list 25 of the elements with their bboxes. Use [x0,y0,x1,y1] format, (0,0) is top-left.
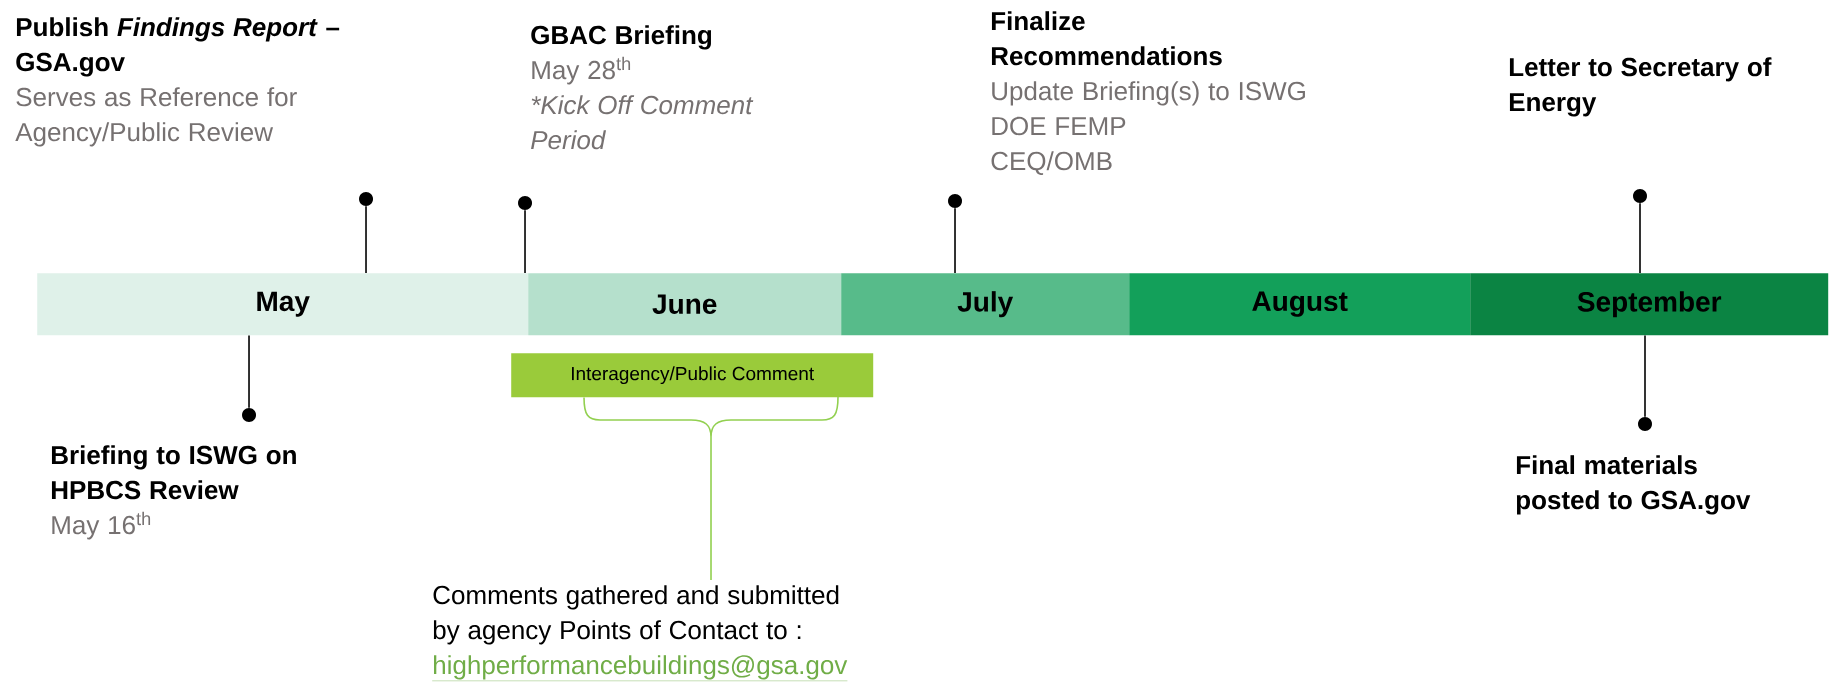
milestone-text: Final materials posted to GSA.gov [1516,455,1751,515]
pin-line [954,207,956,274]
note-text: Comments gathered and submitted by agency Points of Contact to : highperformancebuildings@gsa.gov [432,585,848,682]
milestone-text: Letter to Secretary of Energy [1509,57,1772,117]
pin-dot [359,192,373,206]
pin-line [1644,334,1646,418]
pin-dot [1638,417,1652,431]
comment-period-box: Interagency/Public Comment [511,353,874,398]
milestone-text: Briefing to ISWG on HPBCS Review May 16$^{th}$ [51,445,296,540]
milestone-text: Finalize Recommendations Update Briefing(s) to ISWG DOE FEMP CEQ/OMB [991,11,1305,175]
pin-dot [948,194,962,208]
milestone-text: GBAC Briefing May 28$^{th}$ *Kick Off Comment Period [531,25,754,150]
month-band: July [841,273,1130,336]
milestone-text: Publish Findings Report – GSA.gov Serves as Reference for Agency/Public Review [15,17,340,147]
pin-dot [1633,189,1647,203]
pin-dot [242,408,256,422]
month-band: August [1129,273,1471,336]
month-band: September [1470,273,1829,336]
pin-line [248,334,250,409]
pin-line [1639,202,1641,274]
month-band: June [528,273,842,336]
month-band: May [37,273,529,336]
pin-line [365,205,367,274]
pin-line [524,209,526,274]
pin-dot [518,196,532,210]
